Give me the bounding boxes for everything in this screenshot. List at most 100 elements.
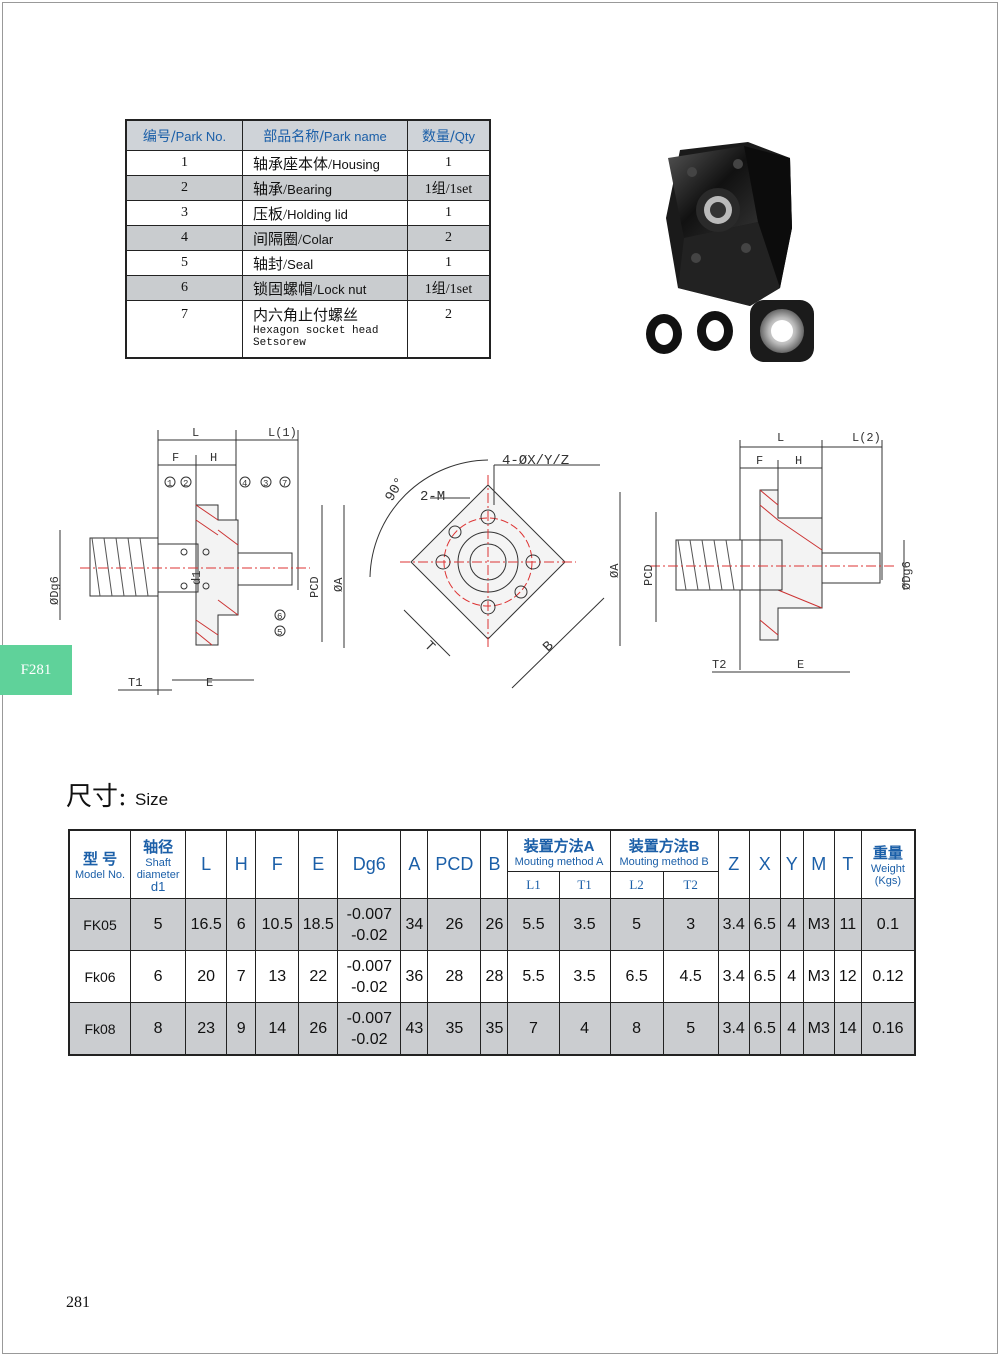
page-side-tab: F281 <box>0 645 72 695</box>
header-L: L <box>185 829 228 899</box>
cell-F: 14 <box>255 1002 300 1056</box>
part-name: 间隔圈/Colar <box>242 225 408 251</box>
cell-Dg6: -0.007-0.02 <box>337 898 402 951</box>
cell-F: 10.5 <box>255 898 300 951</box>
technical-drawings: L L(1) F H T1 E ØDg6 d1 PCD ØA 1 2 3 4 5… <box>48 426 914 695</box>
header-part-name: 部品名称/Park name <box>242 119 408 151</box>
header-F: F <box>255 829 300 899</box>
part-qty: 1 <box>407 150 491 176</box>
cell-L1: 7 <box>507 1002 560 1056</box>
callout-2: 2 <box>183 479 188 489</box>
cell-L: 23 <box>185 1002 228 1056</box>
cell-M: M3 <box>802 950 835 1003</box>
dim-PCD-right: PCD <box>642 564 656 586</box>
header-L2: L2 <box>609 871 664 899</box>
part-no: 6 <box>125 275 243 301</box>
part-no: 7 <box>125 300 243 359</box>
cell-L1: 5.5 <box>507 898 560 951</box>
drawing-front-view <box>369 459 605 689</box>
cell-T2: 4.5 <box>662 950 719 1003</box>
header-part-no: 编号/Park No. <box>125 119 243 151</box>
cell-T2: 3 <box>662 898 719 951</box>
dim-M: 2-M <box>420 489 445 505</box>
callout-3: 3 <box>263 479 268 489</box>
cell-L1: 5.5 <box>507 950 560 1003</box>
size-title-cn: 尺寸: <box>66 782 127 812</box>
size-row: Fk08 8 23 9 14 26 -0.007-0.02 43 35 35 7… <box>68 1002 916 1056</box>
callout-6: 6 <box>277 612 282 622</box>
part-qty: 1 <box>407 200 491 226</box>
cell-A: 34 <box>400 898 429 951</box>
cell-weight: 0.1 <box>860 898 916 951</box>
cell-Y: 4 <box>779 1002 804 1056</box>
cell-model: FK05 <box>68 898 132 951</box>
callout-1: 1 <box>167 479 172 489</box>
product-photo <box>646 142 814 362</box>
cell-H: 6 <box>226 898 257 951</box>
cell-F: 13 <box>255 950 300 1003</box>
part-qty: 1组/1set <box>407 275 491 301</box>
cell-weight: 0.12 <box>860 950 916 1003</box>
part-name: 轴承座本体/Housing <box>242 150 408 176</box>
dim-F-right: F <box>756 454 763 468</box>
parts-row: 5 轴封/Seal 1 <box>125 250 491 276</box>
cell-E: 18.5 <box>298 898 339 951</box>
parts-table: 编号/Park No. 部品名称/Park name 数量/Qty 1 轴承座本… <box>125 119 491 359</box>
header-A: A <box>400 829 429 899</box>
header-B: B <box>480 829 509 899</box>
cell-A: 36 <box>400 950 429 1003</box>
cell-Z: 3.4 <box>717 950 750 1003</box>
drawing-mounting-b-view <box>619 440 905 673</box>
callout-5: 5 <box>277 628 282 638</box>
dim-A-right: ØA <box>608 563 622 578</box>
parts-header-row: 编号/Park No. 部品名称/Park name 数量/Qty <box>125 119 491 151</box>
callout-7: 7 <box>282 479 287 489</box>
part-qty: 1组/1set <box>407 175 491 201</box>
part-qty: 1 <box>407 250 491 276</box>
cell-d1: 5 <box>130 898 187 951</box>
dim-L2: L(2) <box>852 431 881 445</box>
dim-H-right: H <box>795 454 802 468</box>
dim-T2: T2 <box>712 658 726 672</box>
dim-L1: L(1) <box>268 426 297 440</box>
header-PCD: PCD <box>427 829 482 899</box>
dim-holes: 4-ØX/Y/Z <box>502 453 569 469</box>
dim-T1: T1 <box>128 676 142 690</box>
header-H: H <box>226 829 257 899</box>
part-name: 锁固螺帽/Lock nut <box>242 275 408 301</box>
part-qty: 2 <box>407 300 491 359</box>
dim-L: L <box>192 426 199 440</box>
header-M: M <box>802 829 835 899</box>
cell-L: 20 <box>185 950 228 1003</box>
part-no: 3 <box>125 200 243 226</box>
dim-angle: 90° <box>382 475 408 505</box>
part-name: 轴承/Bearing <box>242 175 408 201</box>
cell-PCD: 35 <box>427 1002 482 1056</box>
dim-Dg6-right: ØDg6 <box>900 561 914 590</box>
dim-T: T <box>420 638 437 655</box>
header-E: E <box>298 829 339 899</box>
part-name: 压板/Holding lid <box>242 200 408 226</box>
cell-A: 43 <box>400 1002 429 1056</box>
drawing-left-labels: L L(1) F H T1 E ØDg6 d1 PCD ØA 1 2 3 4 5… <box>48 426 346 690</box>
cell-PCD: 26 <box>427 898 482 951</box>
cell-L2: 6.5 <box>609 950 664 1003</box>
dim-B: B <box>540 638 557 655</box>
size-row: FK05 5 16.5 6 10.5 18.5 -0.007-0.02 34 2… <box>68 898 916 951</box>
parts-row: 3 压板/Holding lid 1 <box>125 200 491 226</box>
size-title-en: Size <box>135 790 169 809</box>
dim-A: ØA <box>332 577 346 592</box>
dim-L-right: L <box>777 431 784 445</box>
cell-Dg6: -0.007-0.02 <box>337 1002 402 1056</box>
drawing-fixed-side-view <box>59 430 345 695</box>
header-qty: 数量/Qty <box>407 119 491 151</box>
cell-L2: 5 <box>609 898 664 951</box>
cell-PCD: 28 <box>427 950 482 1003</box>
